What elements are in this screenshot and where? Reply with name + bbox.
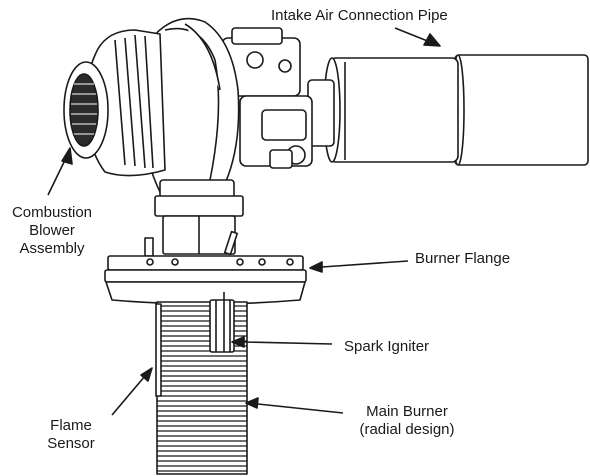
label-line: Blower <box>29 222 75 239</box>
label-spark-igniter: Spark Igniter <box>344 338 430 355</box>
blower-mount <box>144 195 244 257</box>
label-line: Main Burner <box>366 403 448 420</box>
label-flame-sensor: Flame Sensor <box>36 417 106 453</box>
label-line: Combustion <box>11 204 93 221</box>
spark-igniter <box>209 292 235 353</box>
gas-valve-controls <box>221 27 313 169</box>
label-line: (radial design) <box>359 421 455 438</box>
label-line: Assembly <box>19 240 85 257</box>
flame-sensor <box>155 303 162 397</box>
blower-motor <box>85 29 166 177</box>
label-combustion-blower-assembly: Combustion Blower Assembly <box>6 204 98 258</box>
intake-air-pipe <box>307 54 589 166</box>
label-intake-air-pipe: Intake Air Connection Pipe <box>271 7 448 24</box>
label-main-burner: Main Burner (radial design) <box>348 403 466 439</box>
label-line: Flame <box>50 417 92 434</box>
burner-flange <box>104 255 307 305</box>
label-burner-flange: Burner Flange <box>415 250 511 267</box>
motor-end-cap <box>63 61 109 159</box>
label-line: Sensor <box>47 435 95 452</box>
leader-arrows <box>47 27 441 416</box>
